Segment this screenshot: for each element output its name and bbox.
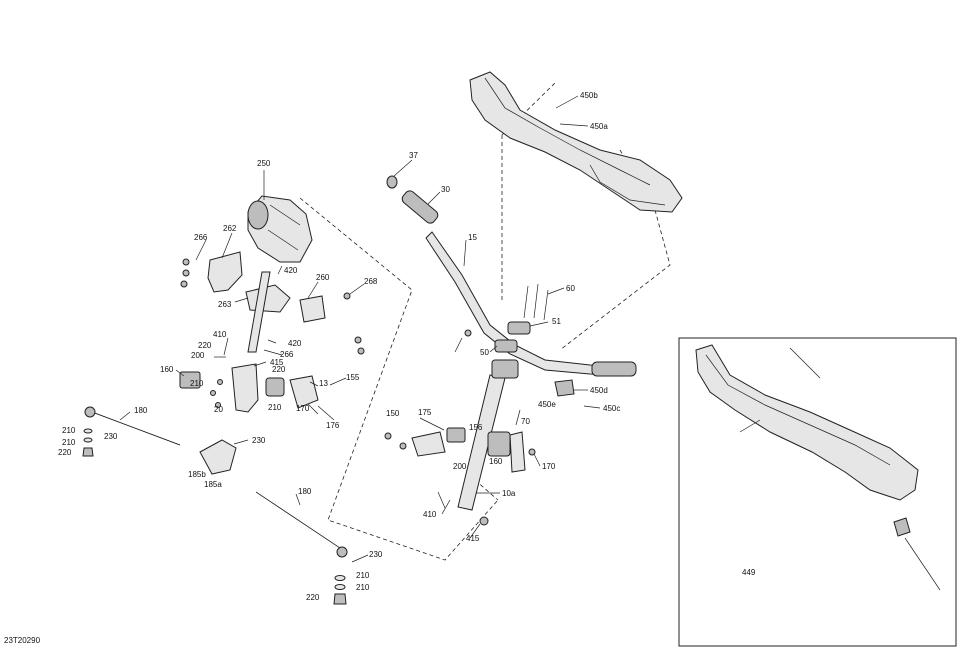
- callout-266: 266: [280, 350, 294, 359]
- power-steering-assembly: [179, 195, 365, 413]
- callout-170: 170: [542, 462, 556, 471]
- callout-230: 230: [252, 436, 266, 445]
- callout-150: 150: [386, 409, 400, 418]
- steering-center-arm: [199, 439, 237, 475]
- handlebar-clamp-lower: [494, 339, 518, 353]
- bracket-plate: [509, 431, 526, 473]
- support-plate: [245, 284, 291, 313]
- callout-70: 70: [521, 417, 530, 426]
- bushing-block: [446, 427, 466, 443]
- callout-250: 250: [257, 159, 271, 168]
- callout-155: 155: [346, 373, 360, 382]
- callout-262: 262: [223, 224, 237, 233]
- column-clamp: [491, 359, 519, 379]
- callout-450e: 450e: [538, 400, 556, 409]
- callout-450a: 450a: [590, 122, 608, 131]
- callout-210: 210: [190, 379, 204, 388]
- mounting-bracket: [207, 251, 243, 293]
- tie-rod-end-right: [336, 546, 348, 558]
- callout-450c: 450c: [603, 404, 620, 413]
- bar-end-plug: [386, 175, 398, 189]
- callout-180: 180: [298, 487, 312, 496]
- callout-420: 420: [288, 339, 302, 348]
- callout-180: 180: [134, 406, 148, 415]
- callout-210: 210: [356, 571, 370, 580]
- callout-230: 230: [104, 432, 118, 441]
- callout-410: 410: [213, 330, 227, 339]
- callout-415: 415: [270, 358, 284, 367]
- callout-170: 170: [296, 404, 310, 413]
- support-arm: [299, 295, 326, 323]
- callout-labels: 250 266 262 420 260 263 268 410 420 220 …: [58, 91, 756, 602]
- callout-200: 200: [453, 462, 467, 471]
- bushing-left: [179, 371, 201, 389]
- callout-410: 410: [423, 510, 437, 519]
- grip: [401, 190, 439, 224]
- callout-51: 51: [552, 317, 561, 326]
- callout-15: 15: [468, 233, 477, 242]
- leader-lines: [119, 95, 601, 563]
- callout-176: 176: [326, 421, 340, 430]
- hand-guard-bracket: [554, 379, 575, 397]
- handlebar-clamp-upper: [507, 321, 531, 335]
- tie-rod-assembly: [82, 406, 348, 605]
- callout-50: 50: [480, 348, 489, 357]
- throttle-grip: [591, 361, 637, 377]
- callout-20: 20: [214, 405, 223, 414]
- callout-185a: 185a: [204, 480, 222, 489]
- lower-bracket: [289, 375, 319, 409]
- callout-10a: 10a: [502, 489, 516, 498]
- drawing-code: 23T20290: [4, 636, 41, 645]
- callout-220: 220: [198, 341, 212, 350]
- callout-175: 175: [418, 408, 432, 417]
- callout-13: 13: [319, 379, 328, 388]
- pitman-arm: [231, 363, 259, 413]
- inset-frame: [678, 337, 957, 647]
- callout-220: 220: [58, 448, 72, 457]
- callout-449: 449: [742, 568, 756, 577]
- callout-160: 160: [489, 457, 503, 466]
- callout-60: 60: [566, 284, 575, 293]
- callout-210: 210: [62, 438, 76, 447]
- bushing-right: [265, 377, 285, 397]
- callout-230: 230: [369, 550, 383, 559]
- callout-156: 156: [469, 423, 483, 432]
- callout-266: 266: [194, 233, 208, 242]
- inset-hand-guard: [695, 344, 941, 591]
- callout-210: 210: [268, 403, 282, 412]
- callout-37: 37: [409, 151, 418, 160]
- callout-260: 260: [316, 273, 330, 282]
- callout-415: 415: [466, 534, 480, 543]
- callout-160: 160: [160, 365, 174, 374]
- callout-185b: 185b: [188, 470, 206, 479]
- callout-30: 30: [441, 185, 450, 194]
- support-bracket: [411, 431, 446, 457]
- handlebar-assembly: [384, 71, 683, 526]
- callout-210: 210: [62, 426, 76, 435]
- steering-shaft: [247, 271, 271, 353]
- hand-guard: [469, 71, 683, 213]
- callout-263: 263: [218, 300, 232, 309]
- tie-rod-end-left: [84, 406, 96, 418]
- handlebar-tube: [425, 231, 631, 377]
- callout-200: 200: [191, 351, 205, 360]
- callout-220: 220: [306, 593, 320, 602]
- callout-450d: 450d: [590, 386, 608, 395]
- callout-210: 210: [356, 583, 370, 592]
- callout-420: 420: [284, 266, 298, 275]
- callout-220: 220: [272, 365, 286, 374]
- callout-268: 268: [364, 277, 378, 286]
- callout-450b: 450b: [580, 91, 598, 100]
- bushing-block-2: [487, 431, 511, 457]
